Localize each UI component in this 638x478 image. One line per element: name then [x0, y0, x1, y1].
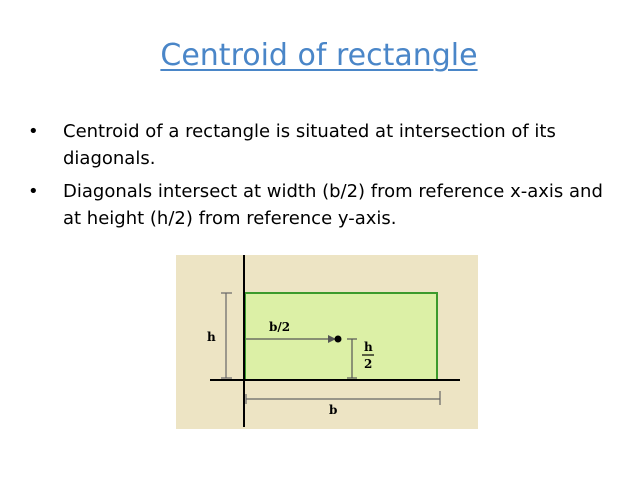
label-h-half-numerator: h	[364, 340, 373, 354]
label-h: h	[207, 330, 216, 344]
figure-svg: h b/2 h 2 b	[207, 255, 460, 427]
bullet-dot: •	[28, 121, 39, 142]
bullet-list: • Centroid of a rectangle is situated at…	[28, 118, 608, 238]
label-b-half: b/2	[269, 320, 290, 334]
slide-title: Centroid of rectangle	[160, 38, 478, 73]
bullet-dot: •	[28, 181, 39, 202]
label-h-half-denominator: 2	[364, 357, 372, 371]
bullet-item: • Centroid of a rectangle is situated at…	[28, 118, 608, 172]
bullet-text: Centroid of a rectangle is situated at i…	[63, 121, 556, 169]
centroid-point	[334, 335, 342, 343]
label-b: b	[329, 403, 337, 417]
rectangle-shape	[244, 292, 438, 381]
bullet-item: • Diagonals intersect at width (b/2) fro…	[28, 178, 608, 232]
bullet-text: Diagonals intersect at width (b/2) from …	[63, 181, 603, 229]
rectangle-centroid-figure: h b/2 h 2 b	[176, 255, 478, 429]
b-half-arrowhead	[328, 335, 336, 343]
